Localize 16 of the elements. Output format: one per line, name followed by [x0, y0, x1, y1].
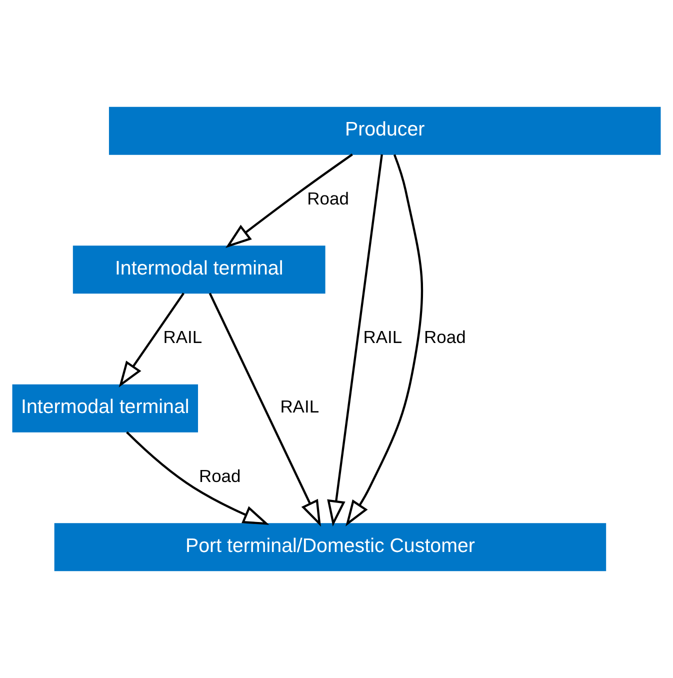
- arrow: [126, 431, 270, 525]
- arrow: [346, 154, 424, 526]
- node-box: Port terminal/Domestic Customer: [54, 523, 606, 572]
- arrow: [118, 292, 184, 388]
- node-box: Producer: [108, 106, 661, 155]
- arrow: [225, 154, 353, 248]
- edge-label: Road: [307, 188, 349, 208]
- edge-label: RAIL: [363, 327, 402, 348]
- arrow: [327, 154, 383, 526]
- node-box: Intermodal terminal: [12, 384, 198, 432]
- node-box: Intermodal terminal: [72, 246, 326, 294]
- arrow: [208, 292, 321, 527]
- edge-label: Road: [198, 466, 241, 486]
- edge-label: RAIL: [280, 396, 320, 417]
- edge-label: Road: [424, 327, 466, 348]
- edge-label: RAIL: [163, 327, 202, 348]
